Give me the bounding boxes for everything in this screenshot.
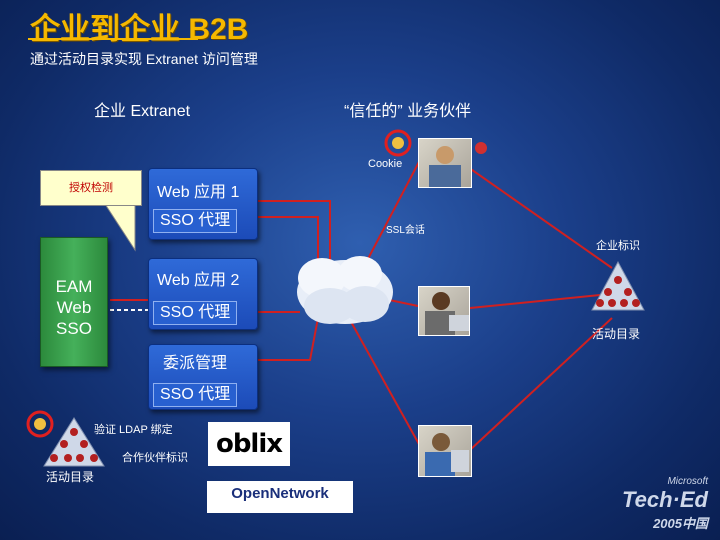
eam-web-sso-box: EAM Web SSO <box>40 237 108 367</box>
opennetwork-logo: OpenNetwork <box>207 481 353 513</box>
ad-left-label: 活动目录 <box>46 470 95 484</box>
ssl-session-label: SSL会话 <box>386 225 425 236</box>
ad-tree-left <box>43 417 105 467</box>
web-app-2: Web 应用 2 SSO 代理 <box>148 258 258 330</box>
link-partner2-ad <box>469 294 601 309</box>
ad-right-label: 活动目录 <box>592 327 641 341</box>
eam-line1: EAM <box>55 277 93 296</box>
ad-tree-right <box>591 260 645 311</box>
callout-pointer <box>104 203 136 252</box>
link-cloud-partner1 <box>359 159 421 275</box>
partner-marker-ring <box>26 410 54 438</box>
user-icon-red <box>475 142 487 154</box>
internet-cloud <box>297 256 393 324</box>
user-icon-partner <box>34 418 46 430</box>
oblix-logo: oblix <box>208 422 290 466</box>
user-icon-cookie <box>392 137 404 149</box>
partner-photo-2 <box>418 286 470 336</box>
web-app-2-sso: SSO 代理 <box>153 301 238 325</box>
corp-id-label: 企业标识 <box>596 240 640 252</box>
link-cloud-partner3 <box>349 319 421 447</box>
cookie-marker-ring <box>384 129 412 157</box>
link-partner1-ad <box>464 164 613 269</box>
brand-top: Microsoft <box>667 476 708 487</box>
delegated-admin-title: 委派管理 <box>163 355 228 372</box>
teched-brand: Microsoft Tech·Ed 2005中国 <box>622 476 708 532</box>
delegated-admin: 委派管理 SSO 代理 <box>148 344 258 410</box>
web-app-1-title: Web 应用 1 <box>157 184 240 201</box>
link-app1-cloud <box>258 200 331 264</box>
web-app-1-sso: SSO 代理 <box>153 209 238 233</box>
partner-photo-3 <box>418 425 472 477</box>
brand-main: Tech·Ed <box>622 487 708 512</box>
auth-check-callout: 授权检测 <box>40 170 142 206</box>
section-header-extranet: 企业 Extranet <box>94 103 191 120</box>
link-deleg-cloud <box>258 317 319 361</box>
page-title: 企业到企业 B2B <box>30 13 249 46</box>
web-app-2-title: Web 应用 2 <box>157 272 240 289</box>
title-underline <box>28 38 198 40</box>
delegated-admin-sso: SSO 代理 <box>153 383 238 407</box>
page-subtitle: 通过活动目录实现 Extranet 访问管理 <box>30 51 258 67</box>
eam-line2: Web <box>56 298 92 317</box>
partner-id-label: 合作伙伴标识 <box>122 452 188 464</box>
ldap-bind-label: 验证 LDAP 绑定 <box>94 424 173 436</box>
web-app-1: Web 应用 1 SSO 代理 <box>148 168 258 240</box>
link-app1-sso-cloud <box>258 216 319 264</box>
brand-year: 2005中国 <box>653 516 708 531</box>
link-partner3-ad <box>469 317 613 451</box>
eam-line3: SSO <box>56 319 92 338</box>
cookie-label: Cookie <box>368 158 403 170</box>
section-header-partner: “信任的” 业务伙伴 <box>344 103 472 120</box>
partner-photo-1 <box>418 138 472 188</box>
